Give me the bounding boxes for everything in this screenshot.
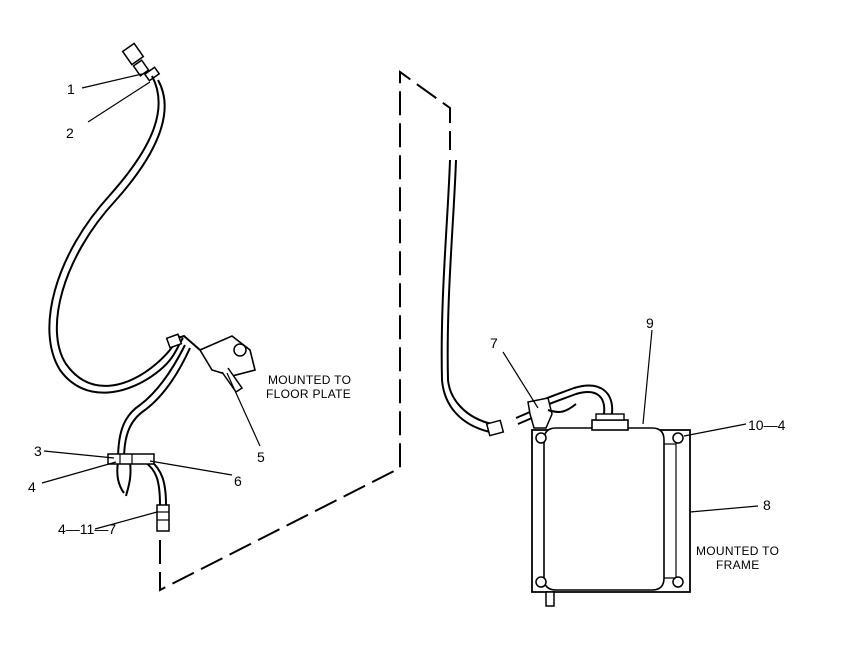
bolt-icon — [672, 432, 684, 444]
callout-7: 7 — [490, 335, 498, 351]
callout-1: 1 — [67, 81, 75, 97]
frame-note-line2: FRAME — [716, 558, 760, 572]
bolt-icon — [535, 576, 547, 588]
leader-lines — [41, 73, 759, 530]
main-hose — [48, 75, 184, 394]
callout-6: 6 — [234, 473, 242, 489]
callout-2: 2 — [66, 125, 74, 141]
bolt-icon — [535, 432, 547, 444]
callout-8: 8 — [763, 497, 771, 513]
frame-note-line1: MOUNTED TO — [696, 544, 779, 558]
tank-body — [543, 427, 665, 591]
callout-4-11-7: 4—11—7 — [58, 521, 116, 537]
floor-plate-valve — [165, 333, 256, 394]
filler-cap — [591, 419, 629, 431]
elbow-fitting — [527, 397, 553, 429]
tee-fitting — [107, 453, 155, 465]
callout-4: 4 — [28, 479, 36, 495]
callout-labels: 1 2 3 4 5 6 7 8 9 10—4 4—11—7 — [28, 81, 786, 537]
callout-3: 3 — [34, 443, 42, 459]
floor-plate-note-line2: FLOOR PLATE — [266, 387, 351, 401]
callout-5: 5 — [257, 449, 265, 465]
callout-10-4: 10—4 — [748, 417, 786, 433]
mounting-notes: MOUNTED TO FLOOR PLATE MOUNTED TO FRAME — [266, 373, 779, 572]
callout-9: 9 — [646, 315, 654, 331]
floor-plate-note-line1: MOUNTED TO — [268, 373, 351, 387]
right-hose — [440, 159, 505, 437]
left-hose-assembly — [48, 42, 191, 532]
branch-hose — [117, 344, 186, 461]
top-connector — [121, 42, 161, 82]
bolt-icon — [672, 576, 684, 588]
reservoir-tank — [515, 384, 691, 607]
hose-continuation-line — [159, 70, 451, 592]
lower-fitting — [156, 504, 170, 532]
